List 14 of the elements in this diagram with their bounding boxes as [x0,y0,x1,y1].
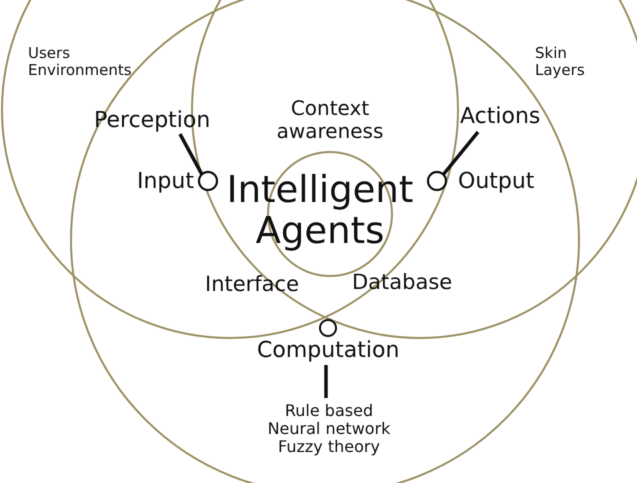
port-label: Input [137,168,194,194]
connector-dot [319,319,337,337]
leader-line [442,130,480,176]
leader-line [324,365,328,398]
actions-label: Actions [460,104,540,129]
region-label: Context awareness [276,97,384,143]
connector-dot [198,170,218,192]
annotation-text: Users Environments [28,44,133,79]
method-list: Rule based Neural network Fuzzy theory [264,402,394,457]
port-label: Output [458,168,534,194]
port-label: Computation [257,338,400,363]
annotation-text: Skin Layers [535,44,586,79]
leader-line [178,133,204,176]
connector-dot [426,170,448,192]
